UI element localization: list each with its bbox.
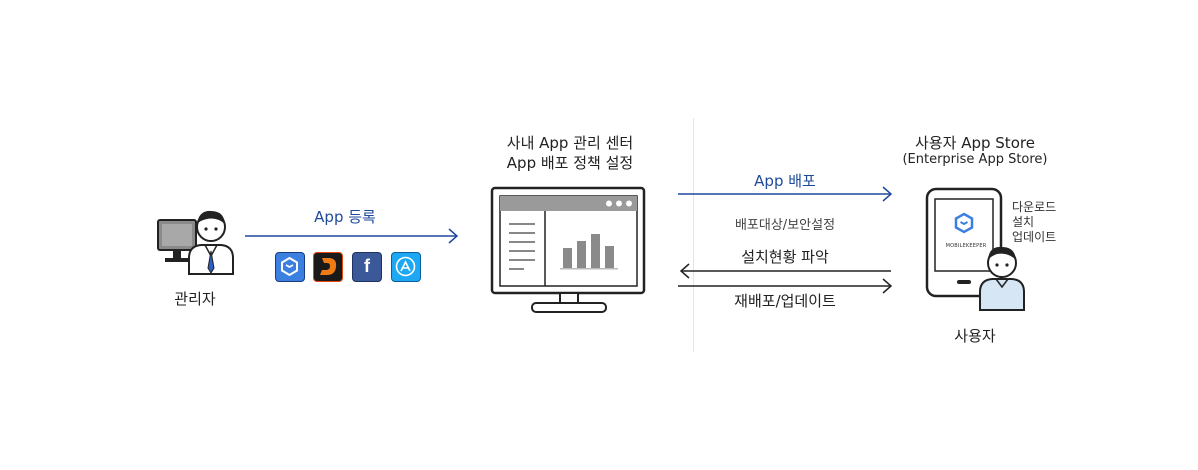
register-label: App 등록 bbox=[314, 208, 376, 226]
admin-figure bbox=[157, 210, 234, 275]
deploy-sub-label: 배포대상/보안설정 bbox=[734, 218, 836, 233]
register-arrow bbox=[245, 228, 459, 244]
window-dot-icon bbox=[606, 200, 612, 207]
status-arrow bbox=[679, 263, 891, 279]
store-title-line2: (Enterprise App Store) bbox=[902, 152, 1048, 167]
user-tablet bbox=[925, 187, 1025, 311]
admin-label: 관리자 bbox=[174, 290, 216, 308]
redeploy-label: 재배포/업데이트 bbox=[734, 292, 836, 310]
facebook-icon: f bbox=[352, 252, 382, 282]
deploy-arrow bbox=[678, 186, 893, 202]
mobilekeeper-logo-icon bbox=[954, 212, 974, 234]
section-divider bbox=[693, 118, 694, 352]
management-monitor bbox=[490, 186, 646, 313]
action-update: 업데이트 bbox=[1012, 230, 1057, 244]
deploy-label: App 배포 bbox=[754, 172, 816, 190]
store-title-line1: 사용자 App Store bbox=[915, 134, 1035, 152]
tablet-app-name: MOBILEKEEPER bbox=[945, 243, 987, 249]
center-title-line1: 사내 App 관리 센터 bbox=[506, 134, 634, 152]
action-install: 설치 bbox=[1012, 215, 1035, 229]
status-label: 설치현황 파악 bbox=[741, 248, 829, 266]
user-label: 사용자 bbox=[954, 327, 996, 345]
mobilekeeper-icon bbox=[275, 252, 305, 282]
action-download: 다운로드 bbox=[1012, 200, 1057, 214]
bar-chart-icon bbox=[563, 248, 572, 268]
center-title-line2: App 배포 정책 설정 bbox=[506, 154, 634, 172]
appstore-icon bbox=[391, 252, 421, 282]
d-logo-icon bbox=[313, 252, 343, 282]
redeploy-arrow bbox=[678, 278, 893, 294]
